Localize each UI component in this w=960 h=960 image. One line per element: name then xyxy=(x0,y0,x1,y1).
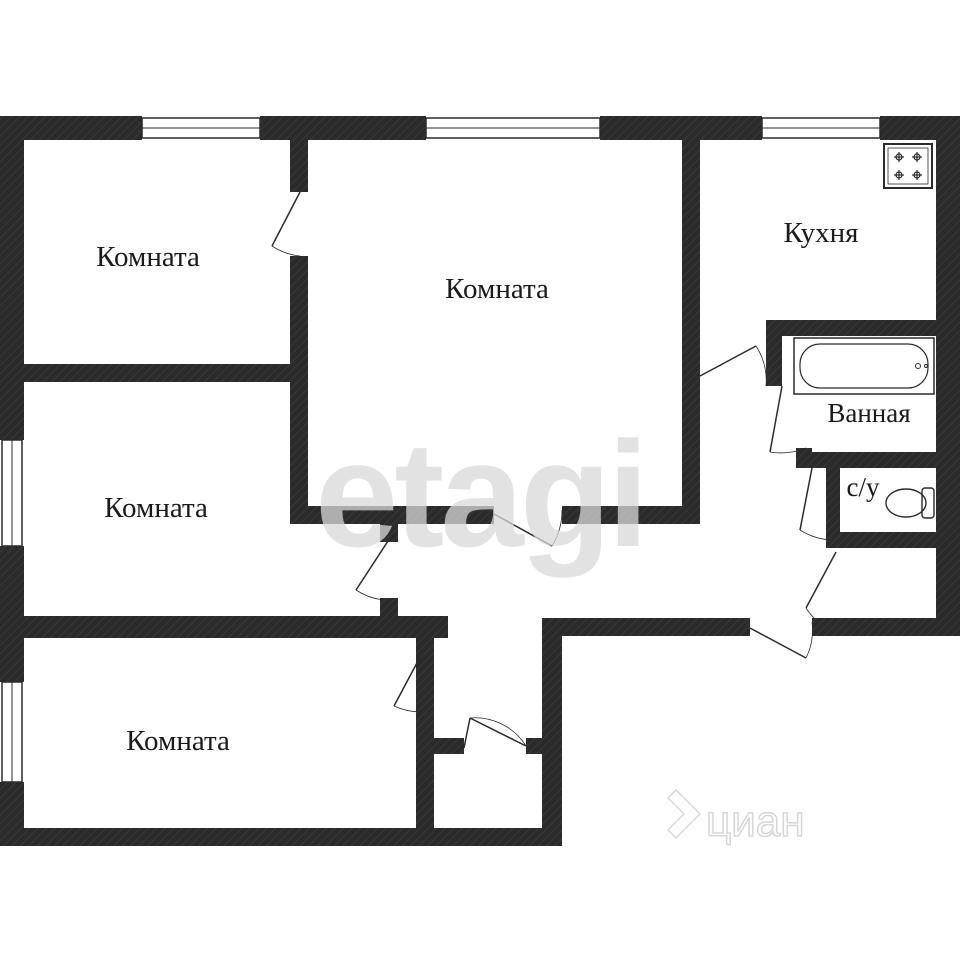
wall-center-left xyxy=(290,382,308,524)
wall-tl-right-lower xyxy=(290,256,308,386)
doors xyxy=(271,191,837,749)
wall-top-3 xyxy=(600,116,762,140)
wall-toilet-bottom xyxy=(826,532,936,548)
wall-bath-bottom xyxy=(796,452,936,468)
watermark-cian: циан xyxy=(666,788,805,847)
door-entrance xyxy=(749,621,813,659)
wall-bottom-left xyxy=(0,828,562,846)
wall-tl-bottom xyxy=(24,364,308,382)
windows xyxy=(1,117,881,783)
wall-bath-left-upper xyxy=(766,320,782,386)
wall-center-bottom-2 xyxy=(562,506,700,524)
door-mid-left-room xyxy=(355,537,391,601)
wall-top-2 xyxy=(260,116,426,140)
door-center-room xyxy=(493,509,563,547)
door-bathroom xyxy=(769,385,807,454)
wall-left-1 xyxy=(0,116,24,440)
door-toilet xyxy=(799,467,835,541)
stove-icon xyxy=(883,143,933,189)
wall-ml-bottom xyxy=(24,616,448,638)
room-label-top-left: Комната xyxy=(96,241,200,273)
room-labels: Комната Комната Комната Комната Кухня Ва… xyxy=(96,217,911,757)
wall-step-vertical xyxy=(542,618,562,846)
room-label-kitchen: Кухня xyxy=(783,217,858,249)
wall-left-2 xyxy=(0,546,24,682)
wall-ml-right-stub xyxy=(380,524,398,542)
door-closet-right xyxy=(805,551,837,621)
door-kitchen xyxy=(699,345,767,387)
room-label-mid-left: Комната xyxy=(104,492,208,524)
wall-step-horizontal-2 xyxy=(812,618,960,636)
cian-logo-icon xyxy=(666,788,702,840)
wall-toilet-left xyxy=(826,452,840,548)
wall-bath-top xyxy=(766,320,936,336)
watermark-etagi: etagi xyxy=(315,410,645,578)
wall-right xyxy=(936,116,960,636)
toilet-icon xyxy=(885,487,935,519)
door-bottom-left-room xyxy=(393,645,427,713)
room-label-toilet: с/у xyxy=(847,472,880,502)
room-label-bathroom: Ванная xyxy=(827,398,910,428)
wall-center-bottom-1 xyxy=(290,506,494,524)
room-label-center: Комната xyxy=(445,273,549,305)
wall-tl-right-upper xyxy=(290,140,308,192)
walls xyxy=(0,116,960,846)
wall-ml-right-stub2 xyxy=(380,598,398,618)
bathtub-icon xyxy=(793,337,935,395)
wall-center-right-upper xyxy=(682,140,700,376)
wall-storage-top-1 xyxy=(416,738,464,754)
room-label-bottom-left: Комната xyxy=(126,725,230,757)
wall-step-horizontal-1 xyxy=(542,618,750,636)
door-top-left-room xyxy=(271,191,301,257)
door-storage xyxy=(463,717,527,749)
wall-center-right-lower xyxy=(682,376,700,524)
wall-storage-top-2 xyxy=(526,738,562,754)
watermark-cian-text: циан xyxy=(706,797,805,846)
